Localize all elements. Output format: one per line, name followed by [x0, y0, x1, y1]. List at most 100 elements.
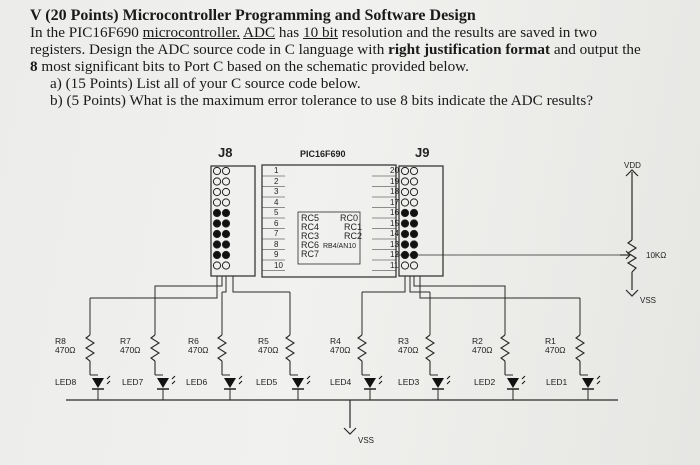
- pin-number: 17: [390, 197, 399, 207]
- question-part-a: a) (15 Points) List all of your C source…: [50, 75, 361, 92]
- pin-number: 15: [390, 218, 399, 228]
- j8-pin-circle: [212, 187, 222, 197]
- led-label-led3: LED3: [398, 377, 420, 387]
- resistor-r6: [216, 334, 228, 375]
- pin-number: 7: [274, 229, 279, 238]
- j8-pin-circle: [212, 229, 222, 239]
- vss-bottom-label: VSS: [358, 436, 375, 445]
- bold-eight: 8: [30, 58, 38, 75]
- pin-number: 8: [274, 239, 279, 249]
- j9-pin-circle: [400, 219, 410, 228]
- j8-pin-circle: [212, 240, 222, 249]
- led-label-led6: LED6: [186, 377, 208, 387]
- question-line-3: 8 most significant bits to Port C based …: [30, 58, 469, 75]
- j8-pin-circle: [221, 240, 231, 249]
- j8-pin-circle: [212, 166, 222, 176]
- pin-number: 20: [390, 166, 399, 175]
- j8-pin-circle: [212, 250, 222, 260]
- pin-number: 12: [390, 250, 399, 259]
- j9-pin-circle: [409, 177, 419, 186]
- underlined-word-adc: ADC: [243, 24, 276, 41]
- j8-pin-circle: [221, 198, 231, 207]
- j9-label: J9: [415, 145, 430, 160]
- resistor-r4: [356, 334, 368, 375]
- question-line-2: registers. Design the ADC source code in…: [30, 41, 641, 58]
- j9-pin-circle: [400, 187, 410, 197]
- bold-right-justification: right justification format: [388, 41, 551, 58]
- led-2: [505, 374, 526, 400]
- led-1: [580, 374, 601, 400]
- j9-pin-circle: [400, 208, 410, 218]
- pin-number: 6: [274, 218, 279, 228]
- led-7: [155, 374, 176, 400]
- pin-rb4-an10: RB4/AN10: [323, 243, 357, 250]
- pin-rc1: RC1: [344, 222, 363, 232]
- vss-right-label: VSS: [640, 296, 657, 305]
- pin-rc3: RC3: [301, 231, 320, 241]
- question-title: V (20 Points) Microcontroller Programmin…: [30, 7, 476, 24]
- resistor-r3: [424, 334, 436, 375]
- vdd-label: VDD: [624, 161, 641, 170]
- pin-number: 2: [274, 176, 279, 186]
- led-3: [430, 374, 451, 400]
- pin-number: 1: [274, 166, 279, 175]
- j8-label: J8: [218, 145, 233, 160]
- pin-number: 16: [390, 208, 399, 217]
- led-label-led7: LED7: [122, 377, 144, 387]
- resistor-r2: [499, 334, 511, 375]
- j8-pin-circle: [221, 250, 231, 260]
- j9-pin-circle: [409, 198, 419, 207]
- j9-pin-circle: [400, 198, 410, 207]
- underlined-word-10bit: 10 bit: [302, 24, 338, 41]
- j8-pin-circle: [212, 219, 222, 228]
- j8-pin-circle: [221, 187, 231, 197]
- j8-pin-circle: [221, 177, 231, 186]
- pin-rc7: RC7: [301, 249, 320, 259]
- j9-pin-circle: [409, 250, 419, 260]
- j9-pin-circle: [400, 250, 410, 260]
- j9-pin-circle: [400, 166, 410, 176]
- j9-pin-circle: [409, 166, 419, 176]
- resistor-r7: [149, 334, 161, 375]
- j8-pin-circle: [221, 229, 231, 239]
- pin-number: 11: [390, 260, 399, 270]
- led-label-led4: LED4: [330, 377, 352, 387]
- question-part-b: b) (5 Points) What is the maximum error …: [50, 92, 593, 109]
- underlined-word-microcontroller: microcontroller.: [142, 24, 241, 41]
- question-block: V (20 Points) Microcontroller Programmin…: [30, 7, 685, 109]
- j9-pin-circle: [400, 240, 410, 249]
- j9-pin-circle: [409, 187, 419, 197]
- pin-number: 18: [390, 187, 399, 196]
- led-label-led2: LED2: [474, 377, 496, 387]
- pin-rc5: RC5: [301, 213, 320, 223]
- j9-pin-circle: [409, 208, 419, 218]
- led-8: [90, 374, 111, 400]
- resistor-r8: [84, 334, 96, 375]
- led-4: [362, 374, 383, 400]
- pin-number: 10: [274, 260, 283, 270]
- j9-pin-circle: [409, 261, 419, 270]
- j8-pin-circle: [212, 198, 222, 207]
- j8-pin-circle: [212, 177, 222, 186]
- j8-pin-circle: [212, 261, 222, 270]
- pin-rc0: RC0: [340, 213, 359, 223]
- j8-pin-circle: [221, 219, 231, 228]
- j9-pin-circle: [400, 177, 410, 186]
- pin-number: 4: [274, 197, 279, 207]
- j9-header: [398, 165, 444, 277]
- pot-value: 10KΩ: [646, 251, 667, 260]
- pin-number: 5: [274, 208, 279, 217]
- led-label-led1: LED1: [546, 377, 568, 387]
- question-line-1: In the PIC16F690 microcontroller. ADC ha…: [30, 24, 597, 41]
- pin-number: 13: [390, 239, 399, 249]
- j8-pin-circle: [221, 261, 231, 270]
- j8-pin-circle: [221, 166, 231, 176]
